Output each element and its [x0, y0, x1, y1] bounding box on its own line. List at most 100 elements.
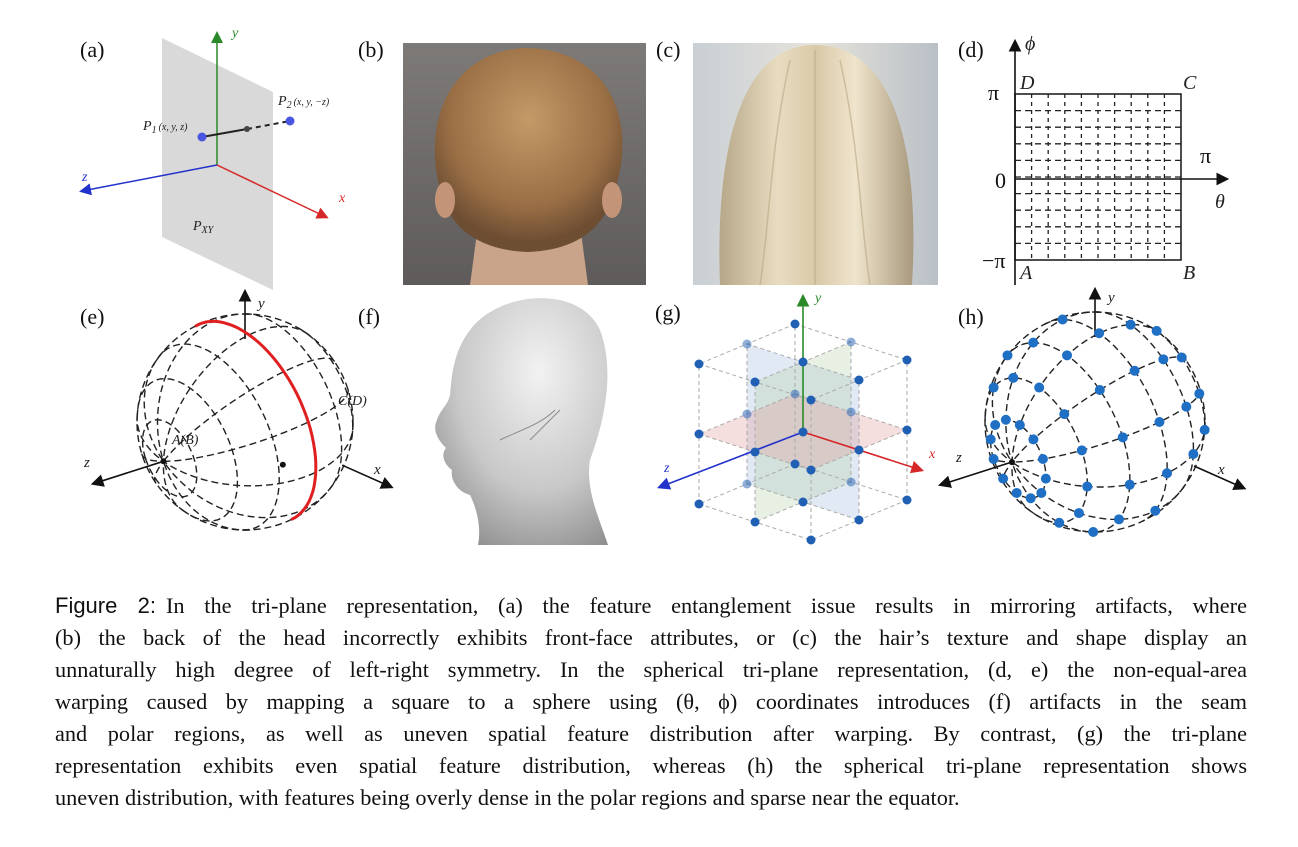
y-label: y [256, 296, 265, 312]
feature-point [1158, 354, 1169, 365]
lattice-point [790, 319, 800, 329]
meridian [162, 325, 309, 462]
feature-point [1117, 432, 1128, 443]
parallel [1094, 311, 1195, 490]
lattice-point [798, 357, 808, 367]
panel-g: (g) y z x [655, 291, 936, 545]
lattice-point [902, 355, 912, 365]
feature-point [1176, 352, 1187, 363]
meridian [162, 461, 185, 512]
panel-label-d: (d) [958, 37, 984, 62]
feature-point [998, 473, 1009, 484]
feature-point [1199, 424, 1210, 435]
feature-point [1154, 417, 1165, 427]
feature-point [1094, 328, 1105, 339]
meridian [1011, 461, 1185, 521]
lattice-point [854, 375, 864, 385]
corner-d: D [1019, 72, 1035, 94]
parallel [1004, 342, 1131, 533]
plane-label: PXY [192, 219, 215, 236]
z-label: z [663, 461, 670, 476]
panel-e: (e) y z x A(B) C(D) [80, 288, 394, 531]
z-axis [90, 460, 164, 487]
lattice-point [790, 389, 800, 399]
meridian [141, 453, 164, 462]
panel-label-a: (a) [80, 37, 104, 62]
feature-point [1036, 487, 1047, 498]
panel-a: (a) P1(x, y, z) P2(x, y, −z) PXY y z x [79, 26, 346, 290]
caption-line: uneven distribution, with features being… [55, 785, 960, 810]
cd-label: C(D) [338, 394, 367, 409]
feature-point [1011, 487, 1022, 498]
panel-d: (d) ϕ θ π π 0 −π D C A B [958, 33, 1230, 285]
midpoint [244, 126, 250, 132]
meridian [143, 350, 165, 462]
feature-point [1062, 350, 1073, 361]
feature-point [1028, 434, 1039, 445]
zero-label: 0 [995, 168, 1006, 193]
feature-point [1057, 314, 1068, 325]
p1-label: P1(x, y, z) [142, 119, 188, 136]
feature-point [1082, 481, 1093, 492]
meridian [991, 349, 1013, 463]
ab-label: A(B) [171, 433, 199, 448]
meridian [163, 423, 354, 487]
meridian [1012, 388, 1201, 463]
lattice-point [806, 395, 816, 405]
equator-seam [194, 319, 318, 521]
meridian [153, 460, 165, 484]
phi-label: ϕ [1025, 33, 1035, 55]
x-label: x [338, 191, 346, 206]
lattice-point [798, 427, 808, 437]
feature-point [1194, 388, 1205, 399]
panel-c: (c) [656, 37, 938, 286]
lattice-point [742, 479, 752, 489]
feature-point [1125, 319, 1136, 330]
parallel [244, 313, 343, 488]
theta-label: θ [1215, 191, 1225, 213]
lattice-point [694, 359, 704, 369]
feature-point [1002, 350, 1013, 361]
caption-line: representation exhibits even spatial fea… [55, 753, 1247, 778]
feature-point [990, 420, 1001, 431]
meridian [163, 388, 349, 462]
lattice-point [854, 515, 864, 525]
caption-line: Figure 2:In the tri-plane representation… [55, 590, 1247, 622]
feature-point [1000, 414, 1011, 425]
back-of-head-photo [403, 43, 646, 285]
lattice-point [694, 429, 704, 439]
caption-line: (b) the back of the head incorrectly exh… [55, 625, 1247, 650]
lattice-point [742, 409, 752, 419]
feature-point [1025, 493, 1036, 504]
spherical-sample-points [937, 286, 1247, 538]
feature-point [1113, 514, 1124, 525]
lattice-point [806, 465, 816, 475]
x-axis [1193, 465, 1247, 490]
meridian [162, 461, 251, 531]
meridian [1011, 461, 1101, 533]
lattice-point [750, 517, 760, 527]
panel-label-c: (c) [656, 37, 680, 62]
z-label: z [955, 450, 962, 466]
figure-2: (a) P1(x, y, z) P2(x, y, −z) PXY y z x (… [79, 26, 1247, 545]
x-axis [216, 164, 329, 219]
z-axis [79, 164, 218, 196]
meridian [1005, 311, 1100, 463]
feature-point [1151, 325, 1162, 336]
z-label: z [83, 455, 90, 471]
feature-point [1034, 382, 1045, 393]
feature-point [1014, 420, 1025, 431]
lattice-point [846, 407, 856, 417]
feature-point [1054, 517, 1065, 528]
parallel [136, 378, 239, 522]
meridian [162, 357, 336, 462]
lattice-point [750, 377, 760, 387]
z-axis [937, 461, 1013, 488]
panel-label-f: (f) [358, 304, 380, 329]
feature-point [988, 382, 999, 393]
feature-point [988, 453, 999, 464]
meridian [156, 313, 250, 462]
feature-point [1150, 505, 1161, 516]
feature-point [1124, 479, 1135, 490]
meridian [1011, 356, 1187, 463]
